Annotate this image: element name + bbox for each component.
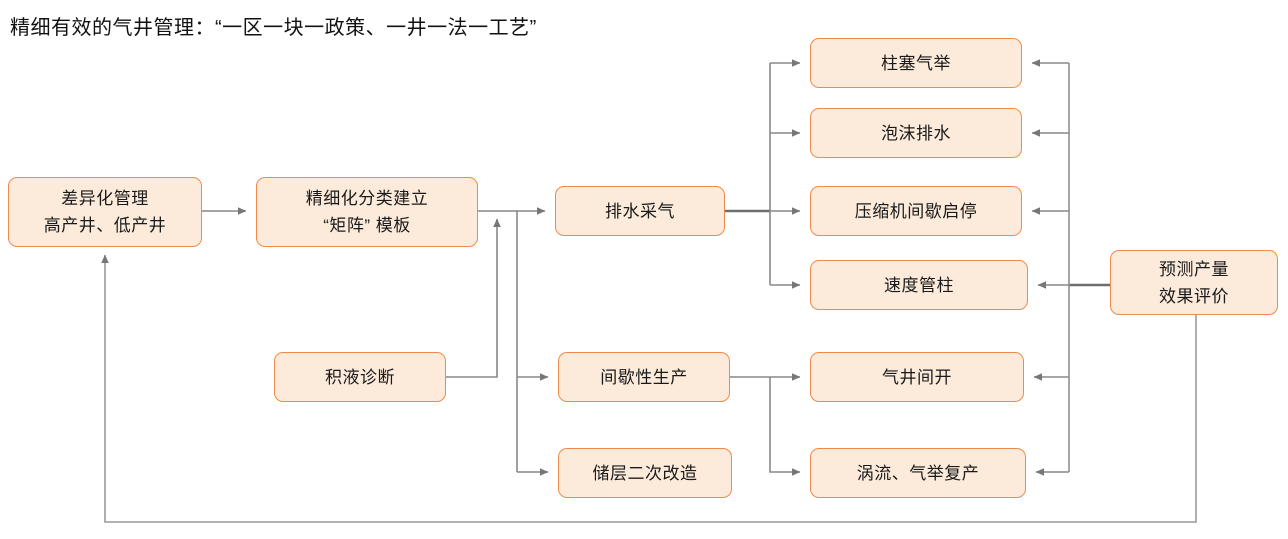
node-velocity-string[interactable]: 速度管柱 [810,260,1028,310]
node-vortex-gaslift-restore[interactable]: 涡流、气举复产 [810,448,1026,498]
node-production-forecast[interactable]: 预测产量 效果评价 [1110,250,1278,315]
node-liquid-loading-diagnosis[interactable]: 积液诊断 [274,352,446,402]
node-refined-classification[interactable]: 精细化分类建立 “矩阵” 模板 [256,177,478,247]
node-foam-drainage[interactable]: 泡沫排水 [810,108,1022,158]
node-differentiated-management[interactable]: 差异化管理 高产井、低产井 [8,177,202,247]
edge-trunk-to-vortex-restore [769,377,801,476]
page-title: 精细有效的气井管理：“一区一块一政策、一井一法一工艺” [10,17,537,39]
node-intermittent-production[interactable]: 间歇性生产 [558,352,730,402]
node-compressor-cycling[interactable]: 压缩机间歇启停 [810,186,1022,236]
node-plunger-gas-lift[interactable]: 柱塞气举 [810,38,1022,88]
node-well-intermittent-opening[interactable]: 气井间开 [810,352,1024,402]
node-drainage-gas-recovery[interactable]: 排水采气 [555,186,725,236]
node-reservoir-restimulation[interactable]: 储层二次改造 [558,448,732,498]
